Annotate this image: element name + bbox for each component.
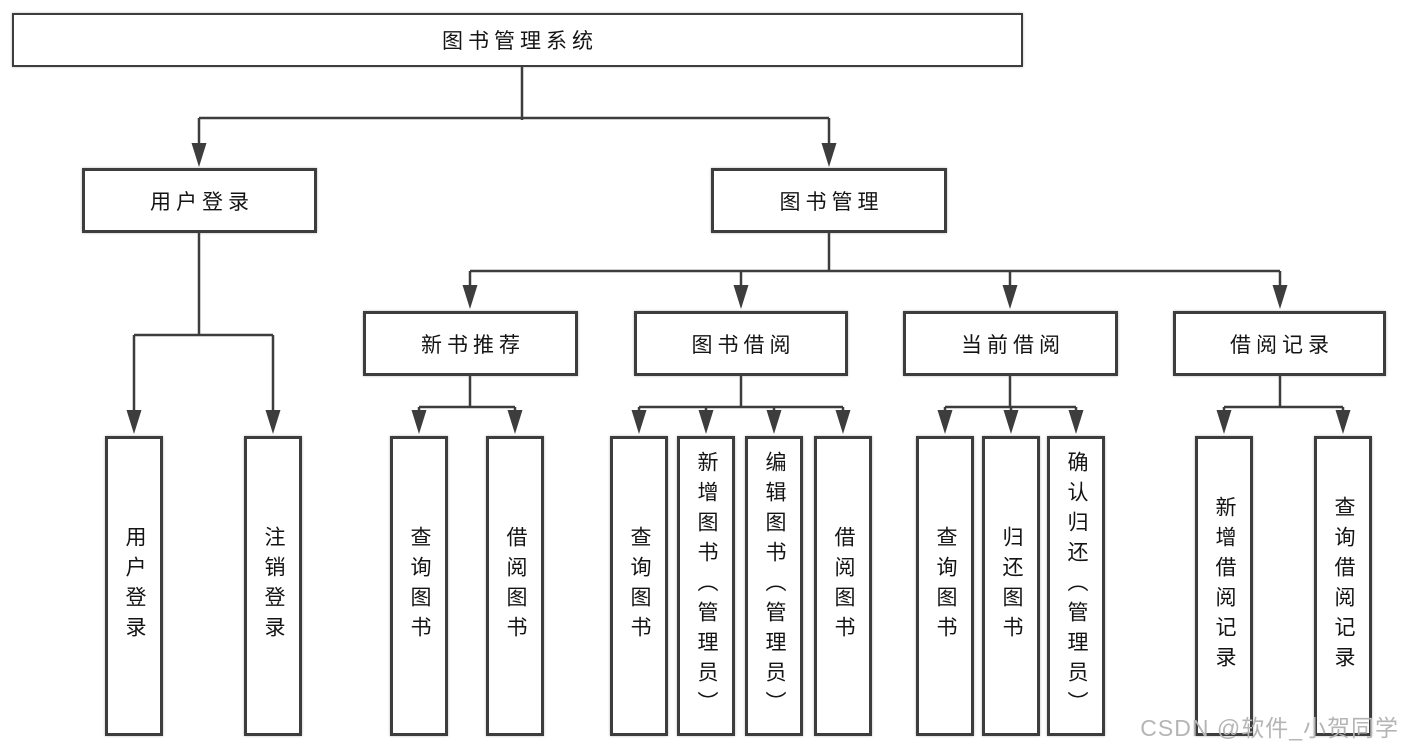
- leaf-label: 新增借阅记录: [1213, 496, 1237, 676]
- node-book-borrowing: 图书借阅: [634, 311, 848, 376]
- leaf-label: 查询图书: [628, 526, 652, 646]
- leaf-label: 查询图书: [408, 526, 432, 646]
- leaf-current-confirm-return-admin: 确认归还（管理员）: [1047, 436, 1105, 736]
- tree-edges: [132, 67, 1345, 413]
- leaf-borrowing-query-books: 查询图书: [610, 436, 668, 736]
- leaf-label: 借阅图书: [504, 526, 528, 646]
- node-library-system: 图书管理系统: [12, 13, 1023, 67]
- node-label: 图书管理系统: [442, 30, 598, 53]
- leaf-records-add-borrow-record: 新增借阅记录: [1195, 436, 1253, 736]
- arrowheads: [126, 143, 1351, 434]
- leaf-label: 查询借阅记录: [1332, 496, 1356, 676]
- leaf-label: 查询图书: [934, 526, 958, 646]
- node-label: 图书管理: [779, 190, 884, 214]
- leaf-logout: 注销登录: [244, 436, 302, 736]
- node-user-login: 用户登录: [82, 168, 317, 233]
- node-label: 新书推荐: [421, 333, 525, 357]
- leaf-label: 新增图书（管理员）: [695, 451, 719, 721]
- leaf-borrowing-add-books-admin: 新增图书（管理员）: [677, 436, 735, 736]
- leaf-records-query-borrow-record: 查询借阅记录: [1314, 436, 1372, 736]
- node-label: 当前借阅: [961, 333, 1065, 357]
- leaf-current-return-books: 归还图书: [982, 436, 1040, 736]
- leaf-borrowing-edit-books-admin: 编辑图书（管理员）: [745, 436, 803, 736]
- leaf-recommend-borrow-books: 借阅图书: [486, 436, 544, 736]
- node-book-management: 图书管理: [711, 168, 947, 233]
- leaf-label: 注销登录: [262, 526, 286, 646]
- leaf-user-login: 用户登录: [105, 436, 163, 736]
- leaf-borrowing-borrow-books: 借阅图书: [814, 436, 872, 736]
- leaf-label: 编辑图书（管理员）: [763, 451, 787, 721]
- node-new-book-recommend: 新书推荐: [363, 311, 578, 376]
- leaf-label: 用户登录: [123, 526, 147, 646]
- leaf-label: 归还图书: [1000, 526, 1024, 646]
- csdn-watermark: CSDN @软件_小贺同学: [1140, 715, 1399, 741]
- leaf-recommend-query-books: 查询图书: [390, 436, 448, 736]
- node-label: 图书借阅: [691, 333, 796, 357]
- node-label: 用户登录: [150, 190, 254, 214]
- node-borrowing-records: 借阅记录: [1173, 311, 1386, 376]
- leaf-label: 确认归还（管理员）: [1065, 451, 1089, 721]
- node-label: 借阅记录: [1230, 333, 1334, 357]
- node-current-borrowing: 当前借阅: [903, 311, 1118, 376]
- leaf-label: 借阅图书: [832, 526, 856, 646]
- leaf-current-query-books: 查询图书: [916, 436, 974, 736]
